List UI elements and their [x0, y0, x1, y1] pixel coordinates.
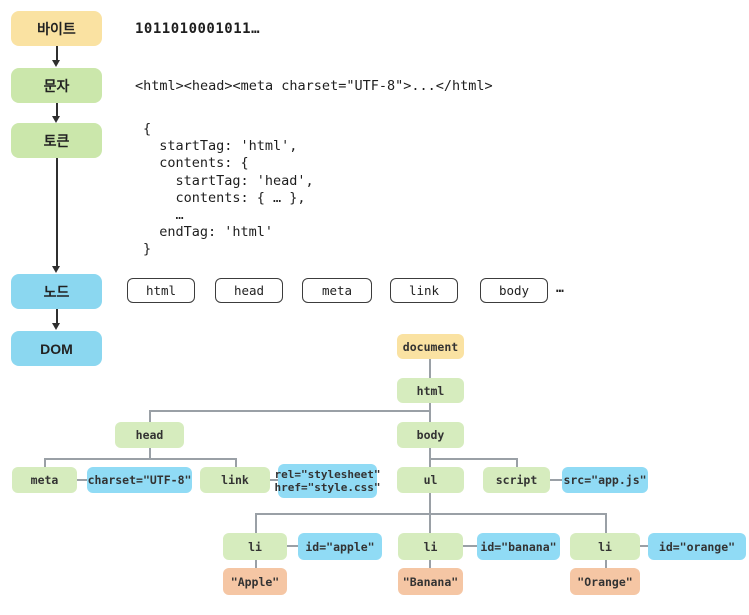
- connector-script-attr: [550, 479, 562, 481]
- connector-head-branch: [44, 458, 235, 460]
- tree-node-li-2: li: [398, 533, 463, 560]
- node-row-ellipsis: …: [556, 281, 564, 296]
- pipeline-stage-dom: DOM: [11, 331, 102, 366]
- connector-li1-attr: [287, 545, 298, 547]
- arrow-line-2: [56, 103, 58, 117]
- characters-example-text: <html><head><meta charset="UTF-8">...</h…: [135, 78, 493, 94]
- tree-node-document: document: [397, 334, 464, 359]
- connector-li3-attr: [640, 545, 648, 547]
- tree-node-li-1: li: [223, 533, 287, 560]
- tree-attr-id-banana: id="banana": [477, 533, 560, 560]
- bytes-example-text: 1011010001011…: [135, 21, 261, 37]
- tree-node-ul: ul: [397, 467, 464, 493]
- connector-to-script: [516, 458, 518, 467]
- arrow-down-icon: [52, 266, 60, 273]
- connector-to-head: [149, 410, 151, 422]
- connector-link-attr: [270, 479, 278, 481]
- node-box-html: html: [127, 278, 195, 303]
- connector-li2-text: [429, 560, 431, 568]
- connector-html-down: [429, 403, 431, 422]
- connector-head-down: [149, 448, 151, 458]
- node-box-meta: meta: [302, 278, 372, 303]
- arrow-line-3: [56, 158, 58, 267]
- connector-doc-html: [429, 359, 431, 378]
- connector-to-meta: [44, 458, 46, 467]
- connector-html-branch: [149, 410, 430, 412]
- connector-meta-attr: [77, 479, 87, 481]
- tree-node-li-3: li: [570, 533, 640, 560]
- tree-node-head: head: [115, 422, 184, 448]
- connector-body-ul: [429, 448, 431, 467]
- connector-to-link: [235, 458, 237, 467]
- arrow-down-icon: [52, 60, 60, 67]
- pipeline-stage-characters: 문자: [11, 68, 102, 103]
- tree-node-html: html: [397, 378, 464, 403]
- tree-node-body: body: [397, 422, 464, 448]
- node-box-body: body: [480, 278, 548, 303]
- node-box-head: head: [215, 278, 283, 303]
- tree-text-banana: "Banana": [398, 568, 463, 595]
- connector-li2-attr: [463, 545, 477, 547]
- connector-ul-down: [429, 493, 431, 513]
- tree-attr-rel-href: rel="stylesheet" href="style.css": [275, 464, 380, 498]
- pipeline-stage-bytes: 바이트: [11, 11, 102, 46]
- tree-node-script: script: [483, 467, 550, 493]
- arrow-down-icon: [52, 323, 60, 330]
- arrow-line-4: [56, 309, 58, 324]
- arrow-down-icon: [52, 116, 60, 123]
- tree-attr-charset: charset="UTF-8": [87, 467, 192, 493]
- connector-to-li1: [255, 513, 257, 533]
- connector-li1-text: [255, 560, 257, 568]
- connector-to-li2: [429, 513, 431, 533]
- tokens-example-code: { startTag: 'html', contents: { startTag…: [143, 121, 314, 258]
- tree-attr-id-orange: id="orange": [648, 533, 746, 560]
- pipeline-stage-nodes: 노드: [11, 274, 102, 309]
- connector-li3-text: [605, 560, 607, 568]
- connector-to-li3: [605, 513, 607, 533]
- pipeline-stage-tokens: 토큰: [11, 123, 102, 158]
- tree-node-meta: meta: [12, 467, 77, 493]
- tree-text-orange: "Orange": [570, 568, 640, 595]
- tree-node-link: link: [200, 467, 270, 493]
- arrow-line-1: [56, 46, 58, 61]
- tree-attr-id-apple: id="apple": [298, 533, 382, 560]
- tree-attr-src: src="app.js": [562, 467, 648, 493]
- node-box-link: link: [390, 278, 458, 303]
- connector-body-branch: [429, 458, 516, 460]
- tree-text-apple: "Apple": [223, 568, 287, 595]
